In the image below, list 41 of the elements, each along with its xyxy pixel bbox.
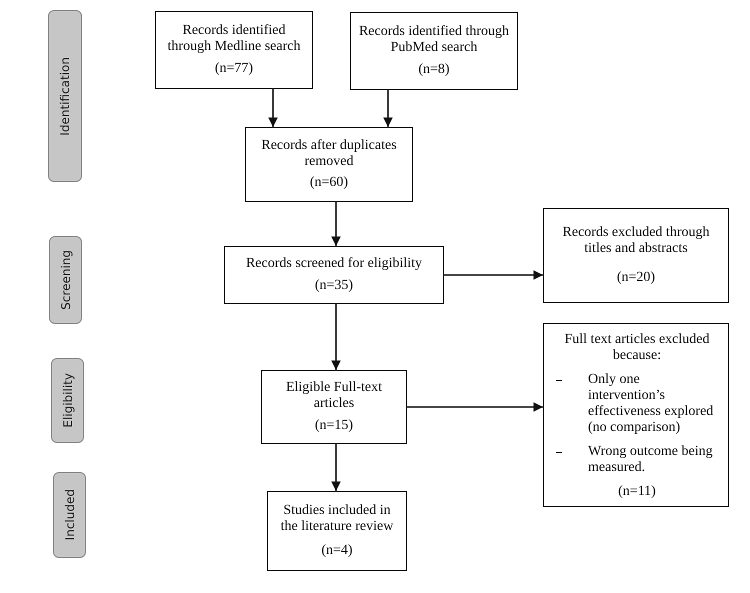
stage-pill: [48, 10, 82, 182]
box-text: Studies included in the literature review: [280, 503, 394, 536]
arrow: [331, 304, 341, 370]
arrow: [331, 444, 341, 491]
count-text: (n=35): [314, 278, 354, 294]
bullet-text: Only one intervention’s effectiveness explored (no comparison): [588, 372, 714, 436]
box-heading: Full text articles excluded because:: [563, 332, 710, 364]
count-text: (n=4): [321, 542, 353, 559]
count-text: (n=77): [214, 61, 254, 78]
count-text: (n=8): [418, 62, 450, 78]
process-box: [261, 370, 407, 444]
arrow: [268, 89, 278, 127]
count-text: (n=11): [618, 484, 656, 500]
stage-pill: [53, 472, 86, 558]
exclusion-box: [543, 323, 729, 507]
process-box: [267, 491, 407, 571]
stage-label: Screening: [58, 250, 72, 310]
box-text: Records screened for eligibility: [246, 256, 422, 272]
stage-pill: [51, 358, 84, 443]
box-text: Records excluded through titles and abstracts: [562, 225, 710, 258]
arrow: [444, 270, 543, 280]
stage-label: Identification: [58, 56, 72, 136]
bullet-text: Wrong outcome being measured.: [588, 444, 714, 476]
stage-label: Eligibility: [60, 373, 74, 428]
stage-pill: [49, 236, 82, 324]
count-text: (n=60): [310, 175, 348, 192]
arrow: [331, 202, 341, 246]
process-box: [350, 12, 518, 90]
process-box: [245, 127, 413, 202]
box-text: Eligible Full-text articles: [284, 380, 384, 412]
arrow: [407, 402, 543, 412]
process-box: [543, 208, 729, 303]
stage-label: Included: [62, 489, 76, 541]
box-text: Records identified through PubMed search: [358, 24, 510, 56]
arrow: [383, 90, 393, 127]
count-text: (n=20): [616, 270, 656, 286]
box-text: Records identified through Medline search: [166, 22, 302, 55]
box-text: Records after duplicates removed: [260, 138, 398, 170]
process-box: [155, 11, 313, 89]
count-text: (n=15): [314, 418, 354, 434]
process-box: [224, 246, 444, 304]
